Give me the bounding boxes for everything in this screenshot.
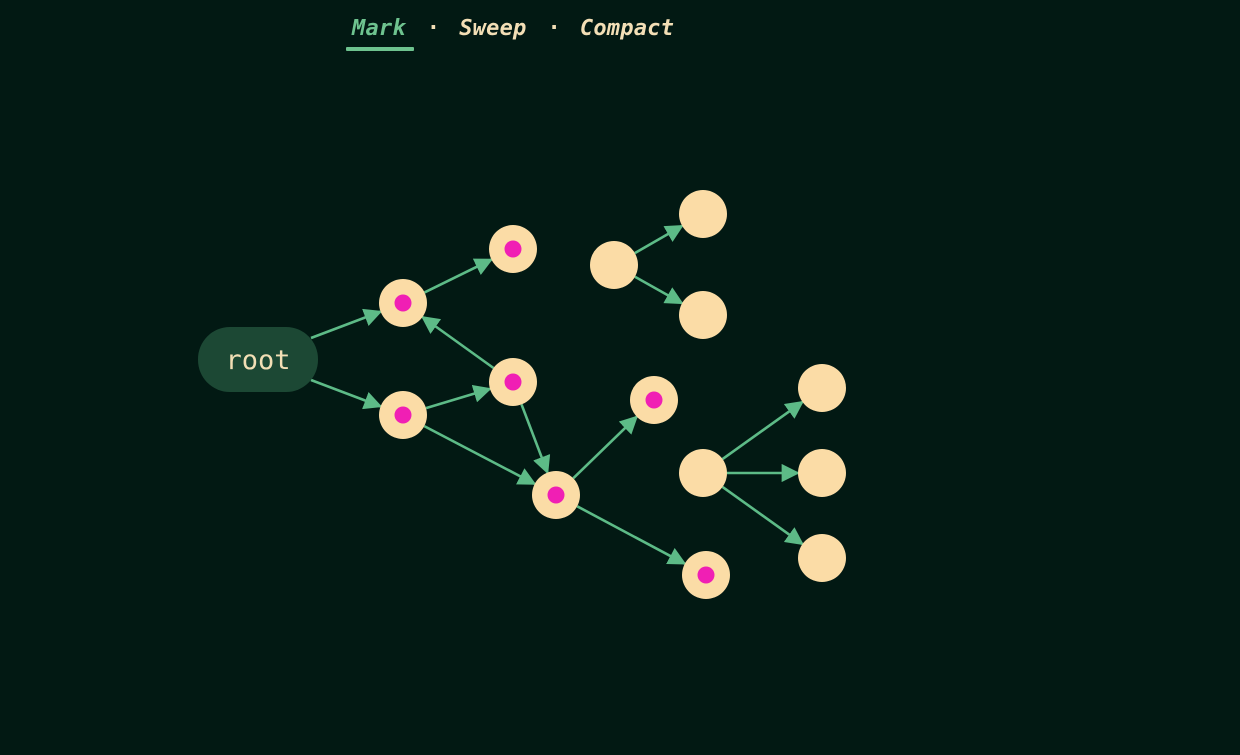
heap-object-a (379, 279, 427, 327)
tab-separator: · (547, 15, 561, 41)
reference-arrow-root-a (310, 308, 383, 340)
heap-object-b (379, 391, 427, 439)
mark-dot (645, 391, 663, 409)
heap-object-n (798, 534, 846, 582)
reference-arrow-d-a (421, 315, 495, 370)
mark-dot (504, 373, 522, 391)
mark-dot (394, 294, 412, 312)
reference-arrow-root-b (310, 378, 383, 410)
object-circle (590, 241, 638, 289)
tab-separator: · (426, 15, 441, 41)
reference-arrow-k-n (721, 485, 804, 546)
object-circle (679, 190, 727, 238)
heap-object-j (679, 291, 727, 339)
tab-mark[interactable]: Mark (346, 15, 414, 51)
heap-object-e (532, 471, 580, 519)
mark-dot (504, 240, 522, 258)
heap-object-f (630, 376, 678, 424)
mark-dot (547, 486, 565, 504)
reference-arrow-h-i (634, 224, 684, 255)
heap-object-g (682, 551, 730, 599)
object-circle (679, 449, 727, 497)
reference-arrow-b-d (425, 384, 492, 410)
heap-object-k (679, 449, 727, 497)
root-node: root (198, 327, 318, 392)
phase-tabs: Mark · Sweep · Compact (346, 8, 676, 51)
heap-object-c (489, 225, 537, 273)
heap-objects (379, 190, 846, 599)
mark-dot (394, 406, 412, 424)
tab-sweep[interactable]: Sweep (459, 15, 527, 41)
object-circle (798, 449, 846, 497)
reference-arrow-e-f (572, 415, 639, 480)
heap-object-m (798, 449, 846, 497)
heap-object-h (590, 241, 638, 289)
mark-dot (697, 566, 715, 584)
edges (310, 224, 804, 565)
reference-arrow-b-e (423, 424, 537, 486)
object-circle (798, 534, 846, 582)
reference-arrow-e-g (576, 505, 687, 565)
heap-object-l (798, 364, 846, 412)
reference-arrow-h-j (634, 275, 684, 305)
root-label: root (225, 345, 290, 376)
tab-compact[interactable]: Compact (579, 15, 675, 41)
heap-object-d (489, 358, 537, 406)
object-circle (679, 291, 727, 339)
heap-object-i (679, 190, 727, 238)
reference-arrow-a-c (423, 258, 494, 294)
reference-arrow-k-l (721, 400, 804, 461)
root-node-shape (198, 327, 318, 392)
reference-arrow-d-e (520, 403, 551, 475)
object-circle (798, 364, 846, 412)
